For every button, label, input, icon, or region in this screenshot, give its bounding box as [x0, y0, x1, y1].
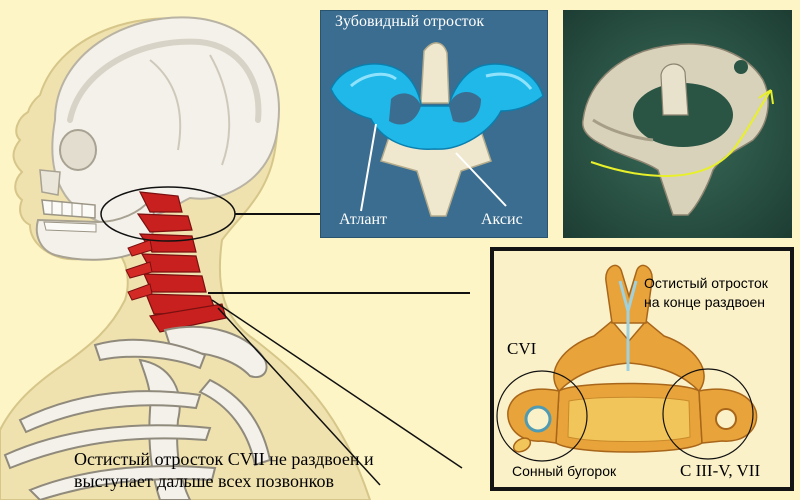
carotid-tubercle-label: Сонный бугорок [512, 463, 616, 479]
atlas-label: Атлант [339, 211, 387, 229]
vertebra-photo [563, 10, 792, 238]
spinous-label-line2: на конце раздвоен [644, 294, 765, 310]
odontoid-process-label: Зубовидный отросток [335, 13, 484, 31]
cvi-label: CVI [507, 339, 536, 359]
spinous-label-line1: Остистый отросток [644, 275, 768, 291]
cvii-note-line1: Остистый отросток CVII не раздвоен и [74, 449, 374, 470]
atlas-axis-panel: Зубовидный отросток Атлант Аксис [320, 10, 548, 238]
axis-label: Аксис [481, 211, 523, 229]
cervical-vertebra-box: Остистый отросток на конце раздвоен CVI … [490, 247, 794, 491]
cvii-note-line2: выступает дальше всех позвонков [74, 471, 334, 492]
vertebra-photo-panel [563, 10, 792, 238]
c-range-label: C III-V, VII [680, 461, 760, 481]
atlas-axis-model [321, 11, 548, 238]
